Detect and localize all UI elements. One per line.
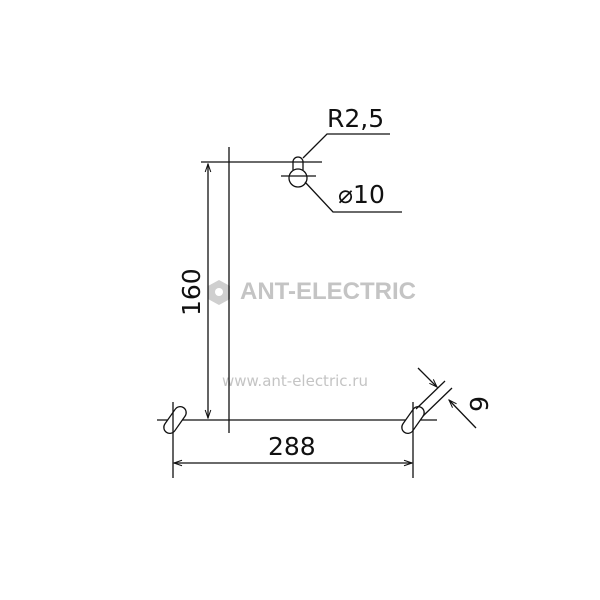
diameter-leader — [304, 181, 402, 213]
height-label: 160 — [177, 268, 206, 316]
diameter-label: ⌀10 — [338, 180, 385, 209]
slot-extension-2 — [422, 387, 453, 417]
slot-extension-1 — [415, 380, 446, 410]
width-label: 288 — [268, 432, 316, 461]
slot-arrow-1 — [417, 367, 437, 387]
radius-label: R2,5 — [327, 104, 384, 133]
watermark-brand: ANT-ELECTRIC — [240, 278, 416, 305]
slot-arrow-2 — [449, 400, 477, 429]
slot-left — [163, 405, 187, 435]
radius-leader — [302, 133, 390, 159]
watermark-url: www.ant-electric.ru — [222, 372, 368, 390]
watermark-logo-icon — [208, 280, 230, 305]
slot-width-label: 6 — [464, 396, 493, 412]
keyhole-mount — [281, 156, 316, 188]
